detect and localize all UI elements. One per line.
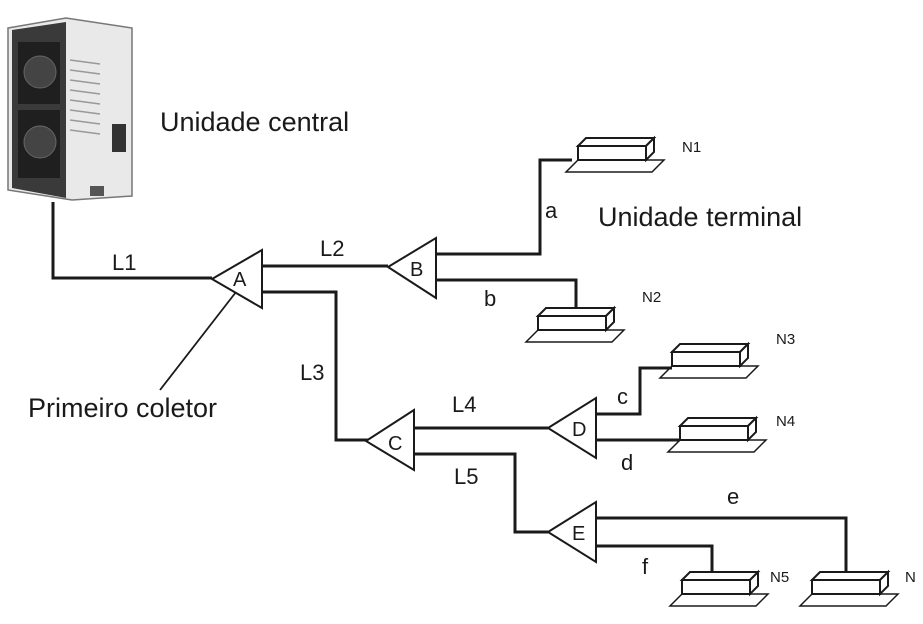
collector-C: C: [364, 408, 415, 472]
pipe-label-l4: L4: [452, 392, 476, 417]
terminal-unit-n6-icon: [798, 569, 900, 607]
pipe-label-f: f: [642, 554, 649, 579]
terminal-unit-n2-icon: [524, 305, 626, 343]
collector-A: A: [210, 248, 263, 310]
terminal-label-n5: N5: [770, 569, 789, 586]
collector-E: E: [546, 500, 597, 564]
terminal-unit-label: Unidade terminal: [598, 202, 802, 232]
terminal-label-n6: N: [905, 569, 916, 586]
first-collector-label: Primeiro coletor: [28, 393, 217, 423]
pipe-label-l3: L3: [300, 360, 324, 385]
pipe-label-e: e: [727, 484, 739, 509]
central-unit-label: Unidade central: [160, 107, 349, 137]
pipe-label-l5: L5: [454, 464, 478, 489]
pipe-label-l1: L1: [112, 250, 136, 275]
terminal-label-n1: N1: [682, 139, 701, 156]
terminal-unit-n3-icon: [658, 341, 760, 379]
pipe-network: [51, 158, 848, 580]
pipe-label-b: b: [484, 286, 496, 311]
terminal-unit-n5-icon: [668, 569, 770, 607]
svg-text:C: C: [388, 433, 402, 455]
collector-B: B: [386, 236, 437, 300]
pipe-label-d: d: [621, 450, 633, 475]
terminal-label-n2: N2: [642, 289, 661, 306]
terminal-label-n4: N4: [776, 413, 795, 430]
pipe-label-l2: L2: [320, 236, 344, 261]
svg-text:A: A: [233, 269, 247, 291]
collector-D: D: [546, 396, 597, 460]
terminal-label-n3: N3: [776, 331, 795, 348]
svg-text:D: D: [572, 419, 586, 441]
outdoor-unit-icon: [7, 17, 133, 201]
pipe-label-a: a: [545, 198, 558, 223]
svg-text:E: E: [572, 523, 585, 545]
pipe-label-c: c: [617, 384, 628, 409]
terminal-unit-n1-icon: [564, 135, 666, 173]
terminal-unit-n4-icon: [666, 415, 768, 453]
svg-text:B: B: [410, 259, 423, 281]
